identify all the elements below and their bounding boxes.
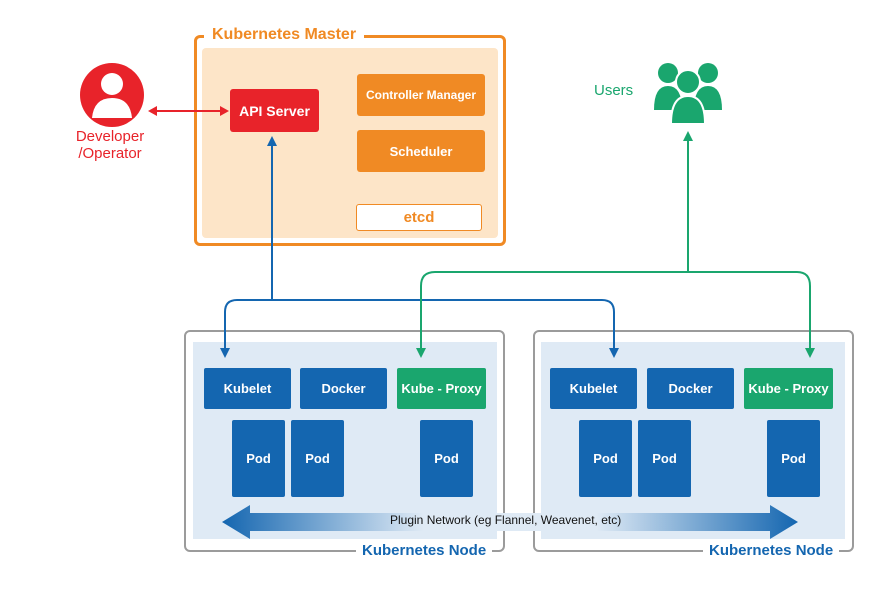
pod-box: Pod	[638, 420, 691, 497]
pod-box: Pod	[579, 420, 632, 497]
pod-box: Pod	[420, 420, 473, 497]
scheduler-box: Scheduler	[357, 130, 485, 172]
node-title-1: Kubernetes Node	[356, 542, 493, 560]
kube-proxy-box-1: Kube - Proxy	[397, 368, 486, 409]
kube-proxy-box-2: Kube - Proxy	[744, 368, 833, 409]
plugin-network-label: Plugin Network (eg Flannel, Weavenet, et…	[390, 513, 622, 527]
pod-box: Pod	[232, 420, 285, 497]
api-server-box: API Server	[230, 89, 319, 132]
developer-label-line2: /Operator	[78, 145, 142, 162]
kubelet-box-1: Kubelet	[204, 368, 291, 409]
docker-box-1: Docker	[300, 368, 387, 409]
pod-box: Pod	[291, 420, 344, 497]
master-title: Kubernetes Master	[204, 24, 365, 46]
etcd-box: etcd	[356, 204, 482, 231]
controller-manager-box: Controller Manager	[357, 74, 485, 116]
developer-label: Developer /Operator	[60, 128, 160, 162]
developer-label-line1: Developer	[75, 128, 145, 145]
pod-box: Pod	[767, 420, 820, 497]
docker-box-2: Docker	[647, 368, 734, 409]
node-title-2: Kubernetes Node	[703, 542, 840, 560]
users-label: Users	[594, 82, 634, 99]
kubelet-box-2: Kubelet	[550, 368, 637, 409]
